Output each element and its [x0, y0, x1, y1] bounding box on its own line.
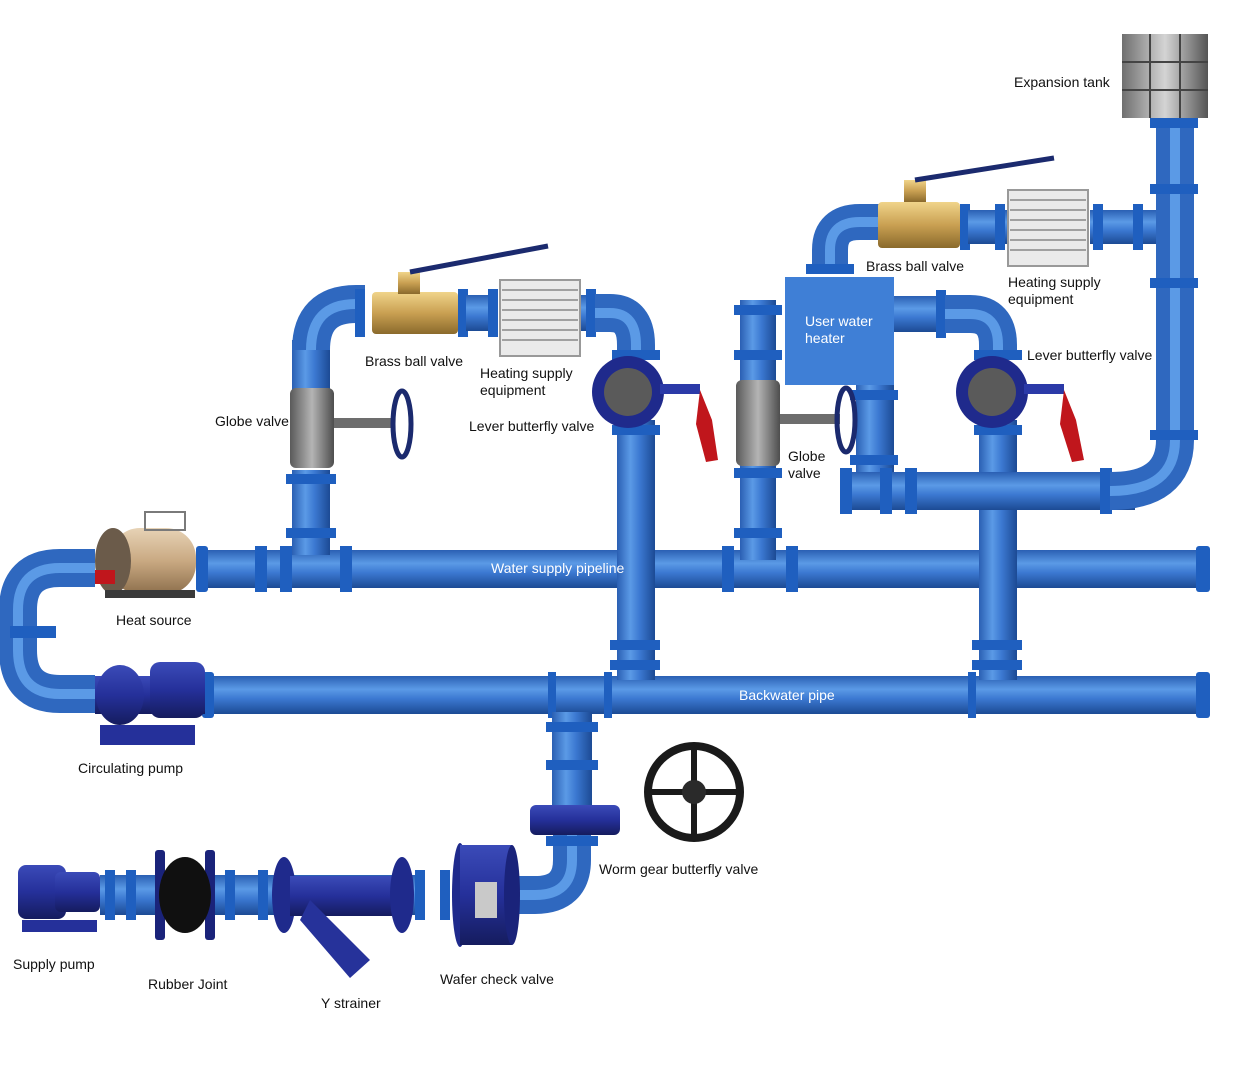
lever-butterfly-valve-left	[592, 356, 718, 462]
brass-ball-valve-left-label: Brass ball valve	[365, 353, 464, 369]
rubber-joint-label: Rubber Joint	[148, 976, 228, 992]
lever-butterfly-valve-left-label: Lever butterfly valve	[469, 418, 595, 434]
heating-supply-equipment-left	[499, 279, 581, 357]
lever-butterfly-valve-right-label: Lever butterfly valve	[1027, 347, 1153, 363]
y-strainer	[272, 857, 414, 978]
globe-valve-left	[290, 388, 414, 468]
globe-valve-right-label: Globe valve	[788, 448, 826, 481]
lever-butterfly-valve-right	[956, 356, 1084, 462]
expansion-tank-label: Expansion tank	[1014, 74, 1110, 90]
heating-supply-equipment-right-label: Heating supply equipment	[1008, 274, 1101, 307]
globe-valve-right	[736, 380, 858, 466]
left-loop-pipe	[0, 549, 95, 713]
supply-pump-label: Supply pump	[13, 956, 95, 972]
heating-supply-equipment-right	[1007, 189, 1089, 267]
backwater-pipe-label: Backwater pipe	[739, 687, 835, 703]
heat-source-label: Heat source	[116, 612, 192, 628]
worm-gear-butterfly-valve	[530, 742, 744, 842]
water-supply-pipeline-label: Water supply pipeline	[491, 560, 625, 576]
circulating-pump	[95, 662, 205, 745]
y-strainer-label: Y strainer	[321, 995, 381, 1011]
backwater-pipe	[202, 672, 1210, 718]
user-water-heater: User water heater	[785, 277, 894, 385]
wafer-check-valve-label: Wafer check valve	[440, 971, 554, 987]
brass-ball-valve-right-label: Brass ball valve	[866, 258, 965, 274]
user-water-heater-label: User water heater	[805, 313, 873, 346]
circulating-pump-label: Circulating pump	[78, 760, 184, 776]
water-supply-pipeline	[196, 546, 1210, 592]
heating-supply-equipment-left-label: Heating supply equipment	[480, 365, 573, 398]
supply-pump	[18, 865, 100, 932]
wafer-check-valve	[452, 843, 520, 947]
expansion-tank	[1122, 34, 1208, 118]
brass-ball-valve-left	[372, 243, 549, 334]
brass-ball-valve-right	[878, 155, 1055, 248]
globe-valve-left-label: Globe valve	[215, 413, 289, 429]
rubber-joint	[155, 850, 215, 940]
worm-gear-butterfly-valve-label: Worm gear butterfly valve	[599, 861, 759, 877]
heat-source-boiler	[95, 511, 196, 598]
left-branch-pipes	[286, 285, 660, 680]
